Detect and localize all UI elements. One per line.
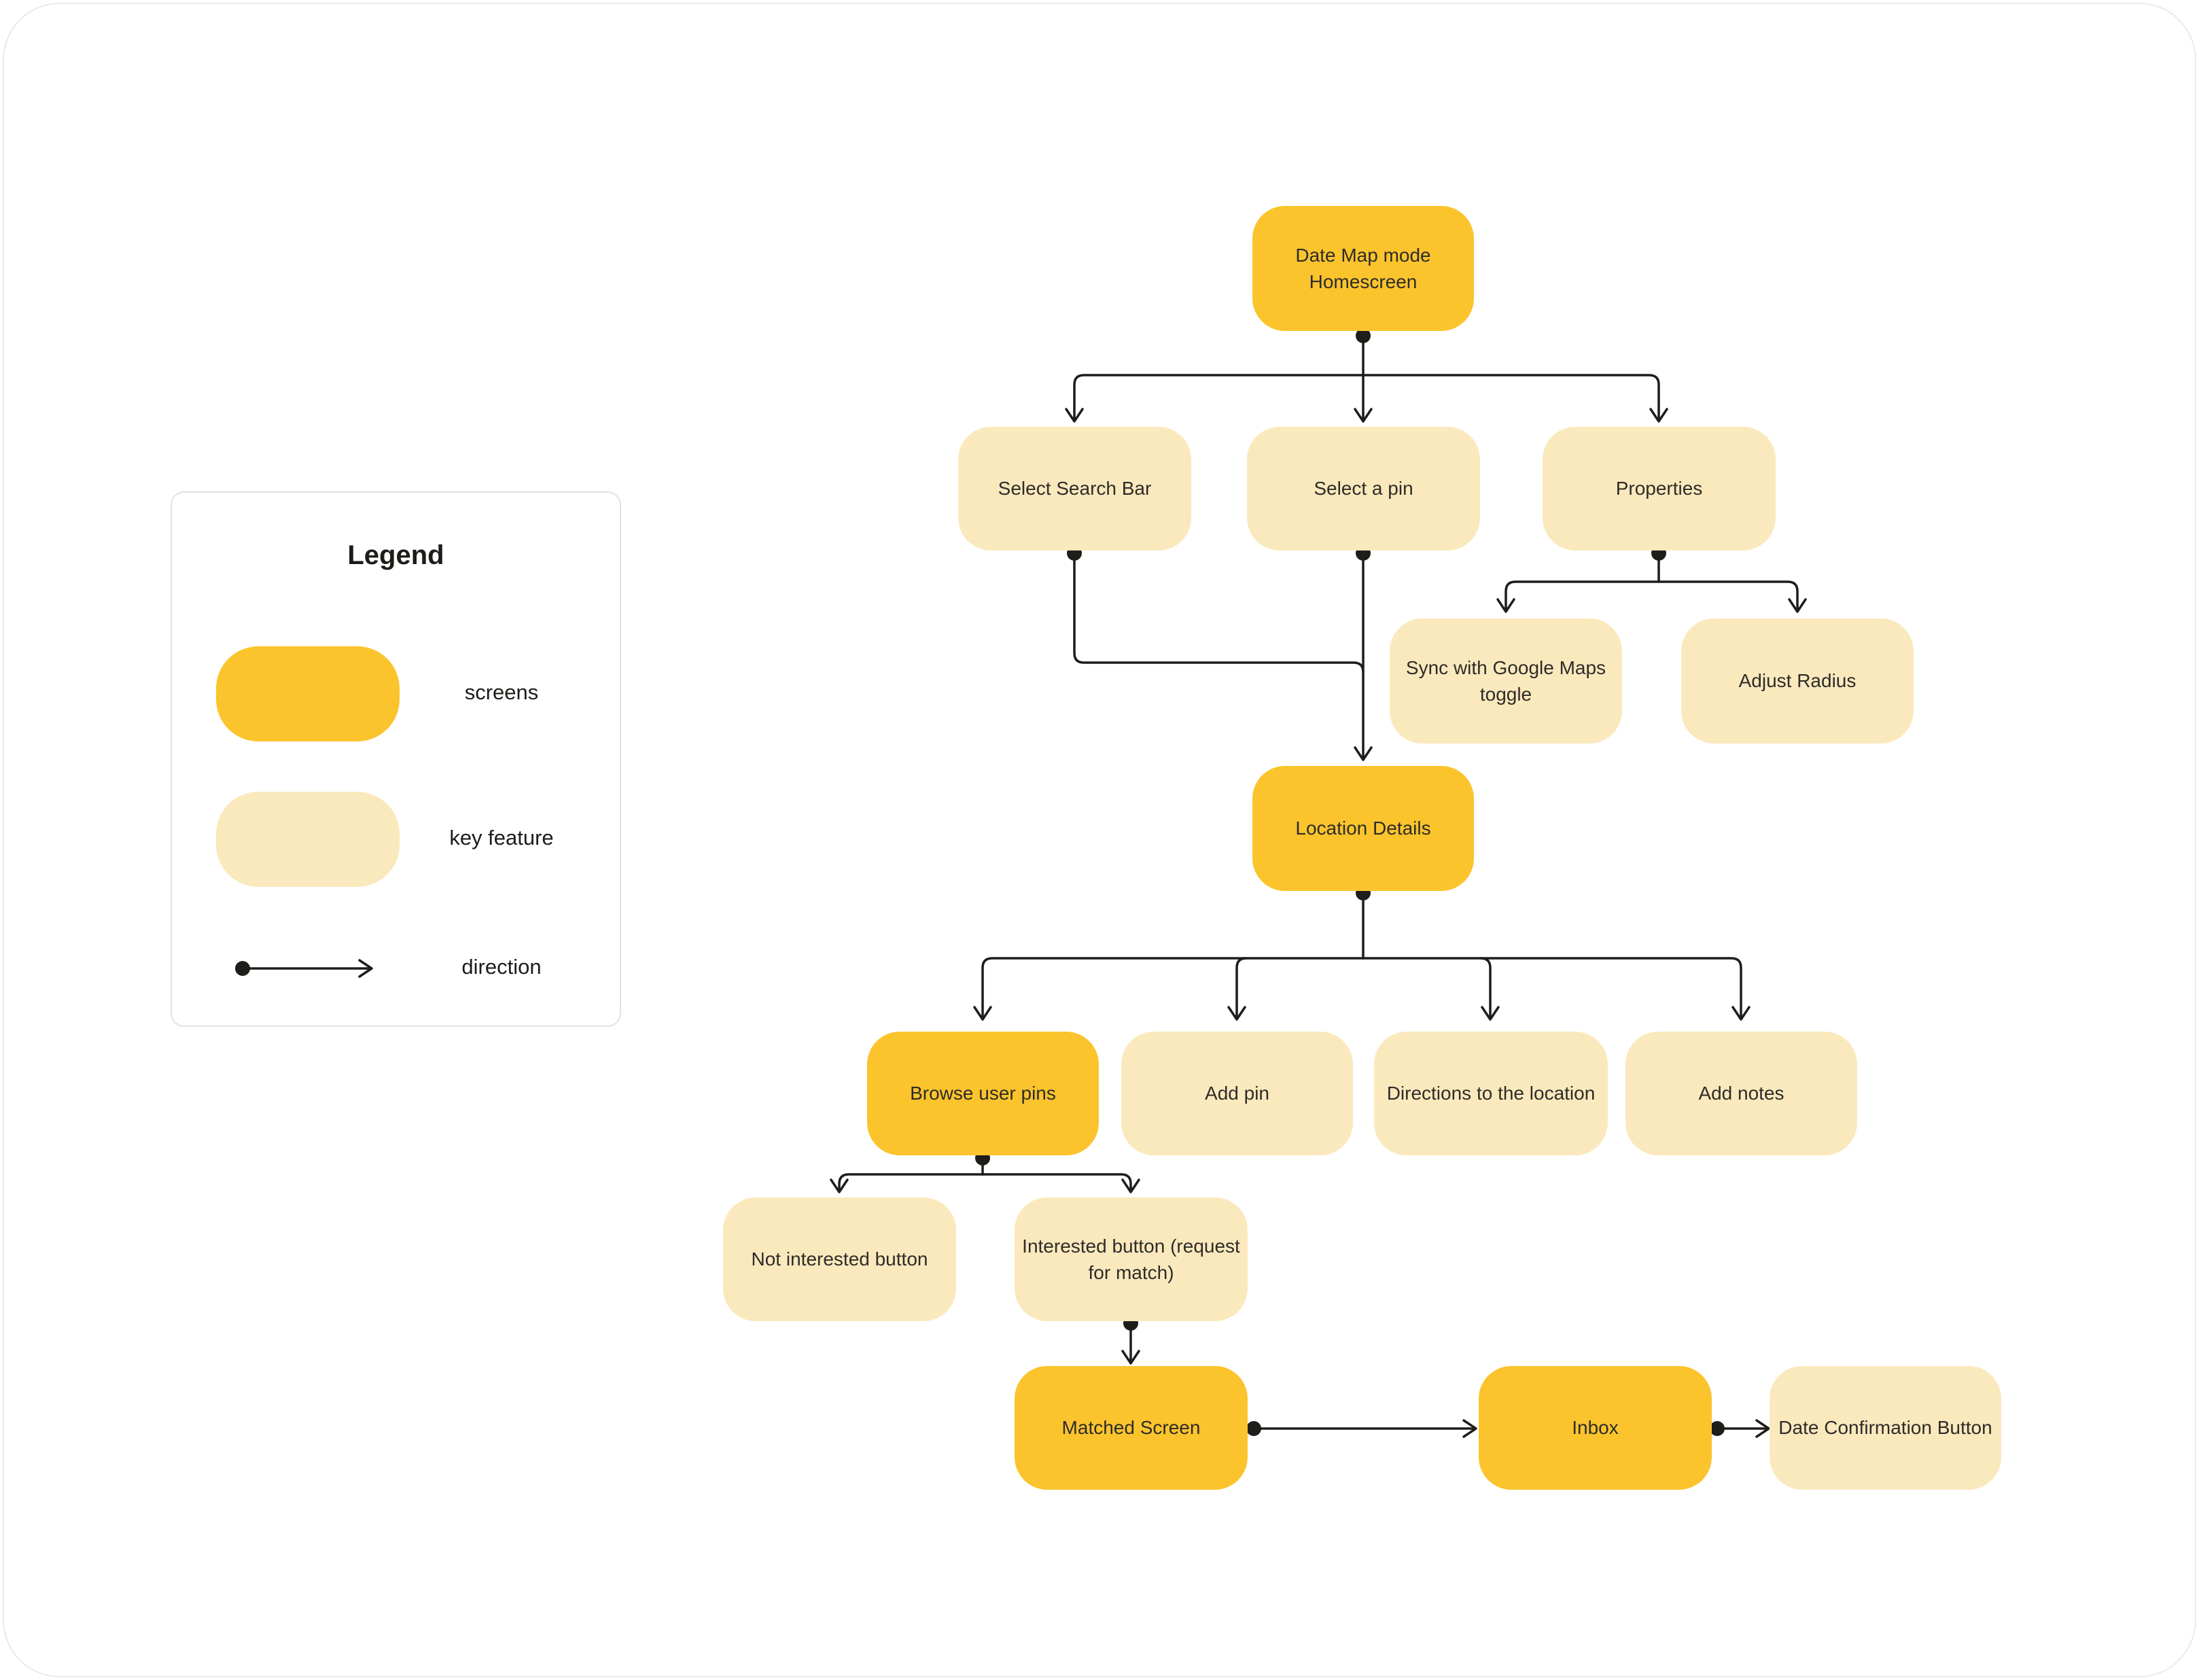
- connector-properties-to-sync: [1505, 580, 1660, 612]
- legend-box: Legend screens key feature direction: [171, 491, 621, 1027]
- node-select-search-bar[interactable]: Select Search Bar: [958, 427, 1191, 550]
- connector-location-to-addpin: [1235, 957, 1248, 1020]
- node-matched-screen[interactable]: Matched Screen: [1015, 1366, 1248, 1490]
- node-add-notes[interactable]: Add notes: [1625, 1032, 1857, 1155]
- connector-location-to-browse: [981, 957, 1365, 1020]
- node-sync-google-maps-toggle[interactable]: Sync with Google Maps toggle: [1390, 618, 1622, 743]
- connector-browse-to-notinterested: [838, 1173, 984, 1192]
- connector-properties-to-radius: [1657, 580, 1799, 612]
- legend-key-feature-label: key feature: [449, 826, 554, 850]
- node-interested-button[interactable]: Interested button (request for match): [1015, 1197, 1248, 1321]
- node-not-interested-button[interactable]: Not interested button: [723, 1197, 956, 1321]
- connector-location-to-notes: [1362, 957, 1742, 1020]
- connector-home-to-properties: [1362, 374, 1660, 422]
- node-adjust-radius[interactable]: Adjust Radius: [1681, 618, 1914, 743]
- node-inbox[interactable]: Inbox: [1479, 1366, 1712, 1490]
- node-properties[interactable]: Properties: [1543, 427, 1776, 550]
- connector-location-to-directions: [1479, 957, 1492, 1020]
- legend-key-feature-swatch: [216, 792, 400, 887]
- direction-arrow-icon: [235, 959, 373, 978]
- node-select-a-pin[interactable]: Select a pin: [1247, 427, 1480, 550]
- legend-screens-swatch: [216, 646, 400, 741]
- node-date-map-homescreen[interactable]: Date Map mode Homescreen: [1252, 206, 1474, 331]
- node-add-pin[interactable]: Add pin: [1121, 1032, 1353, 1155]
- connector-home-to-search-bar: [1073, 374, 1365, 422]
- legend-title: Legend: [347, 540, 444, 570]
- node-location-details[interactable]: Location Details: [1252, 766, 1474, 891]
- connector-search-bar-merge: [1073, 552, 1365, 673]
- node-directions-to-location[interactable]: Directions to the location: [1374, 1032, 1608, 1155]
- connector-browse-to-interested: [981, 1173, 1132, 1192]
- legend-direction-label: direction: [461, 955, 542, 979]
- legend-screens-label: screens: [464, 680, 539, 704]
- node-date-confirmation-button[interactable]: Date Confirmation Button: [1770, 1366, 2001, 1490]
- node-browse-user-pins[interactable]: Browse user pins: [867, 1032, 1099, 1155]
